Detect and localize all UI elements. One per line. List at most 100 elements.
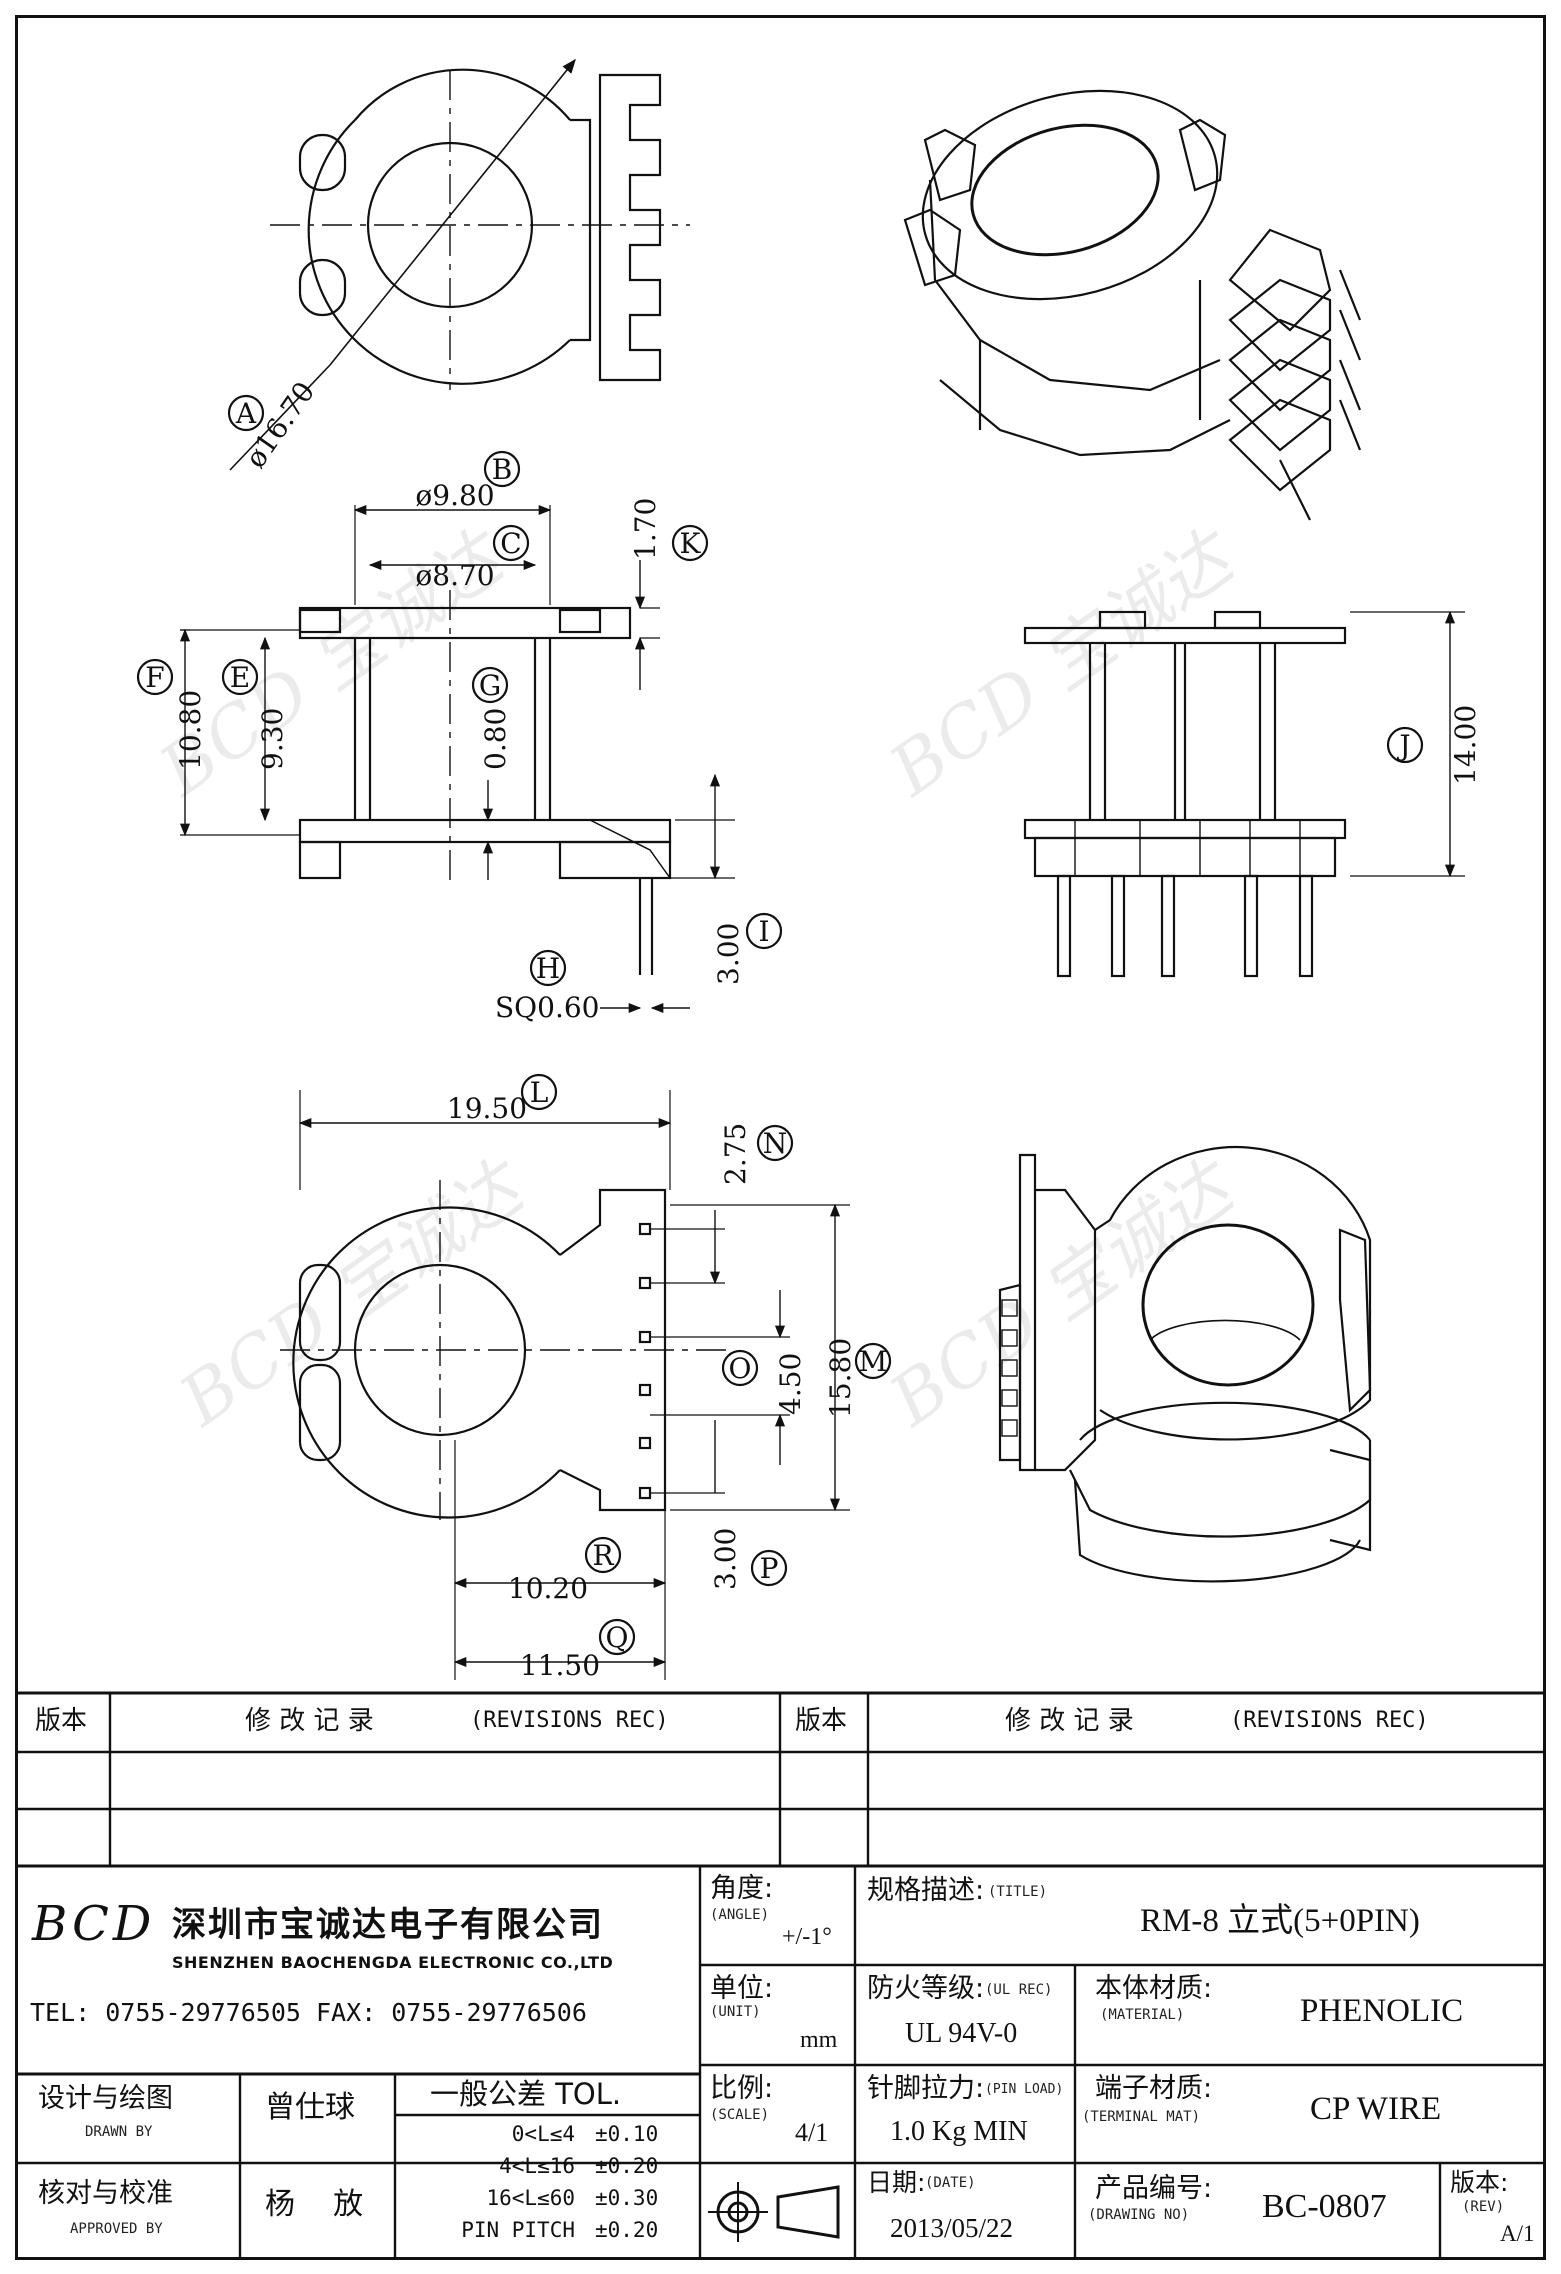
tolerance-title: 一般公差 TOL. bbox=[430, 2077, 622, 2111]
angle-sub: (ANGLE) bbox=[710, 1907, 770, 1923]
label-I-text: I bbox=[758, 915, 769, 948]
front-elevation-view bbox=[179, 504, 735, 1014]
label-P-text: P bbox=[760, 1552, 779, 1585]
label-O bbox=[721, 1349, 759, 1387]
ul-label: 防火等级: bbox=[867, 1973, 985, 2004]
approved-label: 核对与校准 bbox=[38, 2178, 173, 2209]
label-A-text: A bbox=[235, 397, 257, 430]
label-R-text: R bbox=[592, 1539, 614, 1572]
approved-sub: APPROVED BY bbox=[70, 2221, 163, 2237]
label-G-text: G bbox=[479, 669, 501, 702]
pin-load-value: 1.0 Kg MIN bbox=[890, 2116, 1028, 2147]
title-label: 规格描述: bbox=[867, 1875, 985, 1906]
terminal-sub: (TERMINAL MAT) bbox=[1082, 2109, 1201, 2125]
dim-O: 4.50 bbox=[774, 1353, 807, 1415]
scale-sub: (SCALE) bbox=[710, 2107, 770, 2123]
tolerance-table: 0<L≤4 ±0.10 4<L≤16 ±0.20 16<L≤60 ±0.30 P… bbox=[405, 2122, 695, 2250]
company-logo: BCD bbox=[32, 1896, 156, 1952]
label-M bbox=[854, 1342, 892, 1380]
tolerance-row: PIN PITCH ±0.20 bbox=[405, 2218, 695, 2250]
rev-value: A/1 bbox=[1500, 2221, 1535, 2246]
unit-label: 单位: bbox=[710, 1973, 774, 2004]
approved-value: 杨 放 bbox=[265, 2187, 364, 2222]
company-name-en: SHENZHEN BAOCHENGDA ELECTRONIC CO.,LTD bbox=[172, 1953, 614, 1972]
dim-G: 0.80 bbox=[479, 708, 512, 770]
date-sub: (DATE) bbox=[925, 2175, 976, 2191]
rev-label-right: 版本 bbox=[795, 1706, 848, 1736]
date-label: 日期: bbox=[867, 2168, 926, 2197]
label-H bbox=[529, 949, 567, 987]
label-H-text: H bbox=[536, 952, 560, 985]
pin-load-label: 针脚拉力: bbox=[867, 2073, 985, 2104]
dim-N: 2.75 bbox=[719, 1123, 752, 1185]
label-F bbox=[136, 658, 174, 696]
drawing-no-sub: (DRAWING NO) bbox=[1088, 2207, 1190, 2223]
rev-rec-right: 修 改 记 录 bbox=[1005, 1706, 1134, 1736]
ul-sub: (UL REC) bbox=[985, 1982, 1053, 1998]
label-E-text: E bbox=[230, 661, 250, 694]
label-K bbox=[671, 524, 709, 562]
label-B bbox=[483, 450, 521, 488]
label-C bbox=[492, 524, 530, 562]
isometric-bottom-view bbox=[998, 1145, 1372, 1583]
label-I bbox=[745, 912, 783, 950]
label-J-text: J bbox=[1396, 729, 1410, 762]
drawing-no-label: 产品编号: bbox=[1095, 2173, 1213, 2204]
label-F-text: F bbox=[145, 661, 164, 694]
date-value: 2013/05/22 bbox=[890, 2213, 1014, 2243]
dim-E: 9.30 bbox=[256, 708, 289, 770]
dim-L: 19.50 bbox=[447, 1092, 527, 1125]
tolerance-row: 16<L≤60 ±0.30 bbox=[405, 2186, 695, 2218]
label-P bbox=[750, 1549, 788, 1587]
label-J bbox=[1386, 726, 1424, 764]
label-E bbox=[221, 658, 259, 696]
label-Q bbox=[598, 1618, 636, 1656]
title-value: RM-8 立式(5+0PIN) bbox=[1140, 1903, 1420, 1939]
ul-value: UL 94V-0 bbox=[905, 2018, 1018, 2049]
tolerance-row: 0<L≤4 ±0.10 bbox=[405, 2122, 695, 2154]
bottom-plan-view bbox=[280, 1090, 850, 1680]
pin-load-sub: (PIN LOAD) bbox=[985, 2082, 1064, 2097]
material-label: 本体材质: bbox=[1095, 1973, 1213, 2004]
dim-P: 3.00 bbox=[709, 1528, 742, 1590]
tol-range: 16<L≤60 bbox=[486, 2186, 575, 2210]
rev-rec-en-left: (REVISIONS REC) bbox=[470, 1708, 669, 1733]
isometric-top-view bbox=[903, 89, 1362, 521]
terminal-value: CP WIRE bbox=[1310, 2091, 1442, 2127]
company-contact: TEL: 0755-29776505 FAX: 0755-29776506 bbox=[30, 1998, 587, 2027]
rev-sub: (REV) bbox=[1462, 2199, 1505, 2215]
label-O-text: O bbox=[729, 1352, 752, 1385]
unit-value: mm bbox=[800, 2027, 838, 2053]
unit-sub: (UNIT) bbox=[710, 2004, 761, 2020]
dim-I: 3.00 bbox=[712, 923, 745, 985]
scale-label: 比例: bbox=[710, 2073, 774, 2104]
tol-range: 0<L≤4 bbox=[511, 2122, 575, 2146]
drawing-sheet bbox=[15, 15, 1546, 2260]
dim-C: ø8.70 bbox=[415, 559, 494, 592]
dim-F: 10.80 bbox=[174, 690, 207, 770]
rev-rec-left: 修 改 记 录 bbox=[245, 1706, 374, 1736]
projection-symbol-icon bbox=[708, 2182, 840, 2242]
drawing-no-value: BC-0807 bbox=[1262, 2188, 1387, 2225]
drawn-sub: DRAWN BY bbox=[85, 2124, 153, 2140]
terminal-label: 端子材质: bbox=[1095, 2073, 1213, 2104]
drawn-label: 设计与绘图 bbox=[38, 2083, 173, 2114]
rev-label: 版本: bbox=[1450, 2168, 1509, 2197]
label-C-text: C bbox=[500, 527, 521, 560]
dim-J: 14.00 bbox=[1449, 705, 1482, 785]
dim-K: 1.70 bbox=[629, 498, 662, 560]
tolerance-row: 4<L≤16 ±0.20 bbox=[405, 2154, 695, 2186]
material-value: PHENOLIC bbox=[1300, 1993, 1464, 2029]
angle-value: +/-1° bbox=[782, 1924, 832, 1950]
label-N-text: N bbox=[763, 1127, 788, 1160]
tol-value: ±0.20 bbox=[595, 2218, 659, 2242]
label-B-text: B bbox=[492, 453, 513, 486]
dim-R: 10.20 bbox=[508, 1572, 588, 1605]
tol-range: 4<L≤16 bbox=[499, 2154, 575, 2178]
scale-value: 4/1 bbox=[795, 2118, 829, 2147]
dim-H: SQ0.60 bbox=[495, 991, 599, 1024]
top-plan-view bbox=[229, 58, 690, 471]
label-M-text: M bbox=[859, 1345, 888, 1378]
